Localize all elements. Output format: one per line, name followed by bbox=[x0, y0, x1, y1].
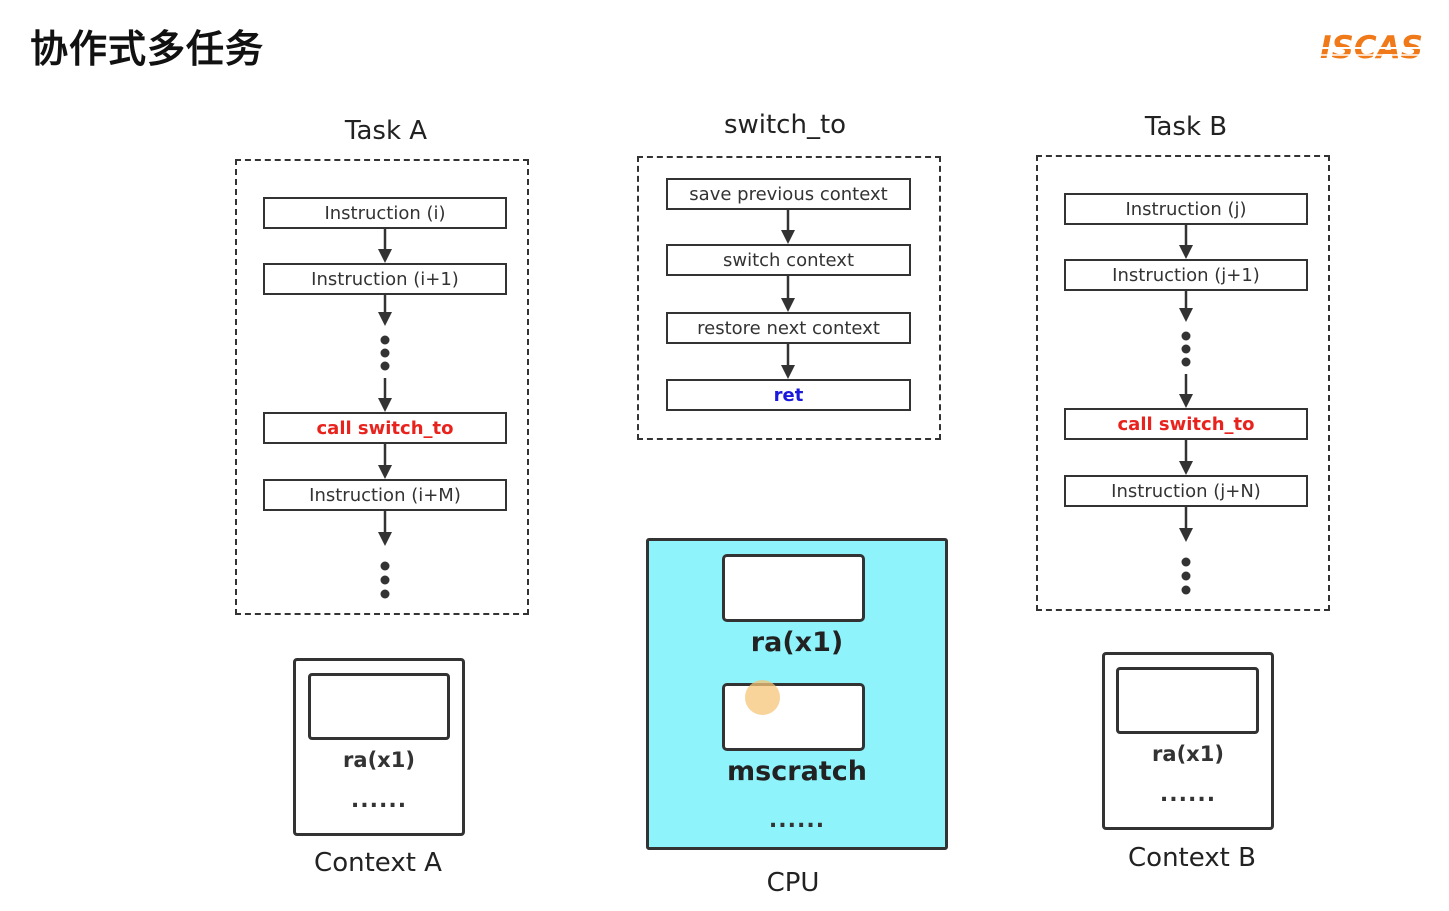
context-b-ellipsis: ...... bbox=[1159, 782, 1217, 807]
step-restore-next-context: restore next context bbox=[666, 312, 911, 344]
task-b-frame bbox=[1036, 155, 1330, 611]
cpu-label: CPU bbox=[766, 868, 820, 898]
context-b-label: Context B bbox=[1128, 843, 1256, 873]
cpu-ellipsis: ...... bbox=[768, 808, 826, 833]
iscas-logo: ISCAS bbox=[1318, 30, 1430, 64]
cpu-mscratch-register-slot bbox=[722, 683, 865, 751]
cpu-ra-register-slot bbox=[722, 554, 865, 622]
context-a-label: Context A bbox=[314, 848, 442, 878]
task-b-call-switch-to: call switch_to bbox=[1064, 408, 1308, 440]
switch-to-title: switch_to bbox=[723, 110, 847, 140]
cpu-ra-register-label: ra(x1) bbox=[750, 627, 844, 658]
task-b-title: Task B bbox=[1144, 112, 1228, 142]
context-a-register-slot bbox=[308, 673, 450, 740]
context-a-ellipsis: ...... bbox=[350, 788, 408, 813]
task-b-instruction-j-plus-n: Instruction (j+N) bbox=[1064, 475, 1308, 507]
mouse-pointer-highlight bbox=[745, 680, 780, 715]
step-save-previous-context: save previous context bbox=[666, 178, 911, 210]
task-a-instruction-i: Instruction (i) bbox=[263, 197, 507, 229]
step-switch-context: switch context bbox=[666, 244, 911, 276]
task-a-title: Task A bbox=[344, 116, 428, 146]
task-b-instruction-j-plus-1: Instruction (j+1) bbox=[1064, 259, 1308, 291]
switch-to-frame bbox=[637, 156, 941, 440]
step-ret: ret bbox=[666, 379, 911, 411]
task-a-instruction-i-plus-1: Instruction (i+1) bbox=[263, 263, 507, 295]
task-b-instruction-j: Instruction (j) bbox=[1064, 193, 1308, 225]
context-b-register-slot bbox=[1116, 667, 1259, 734]
cpu-mscratch-register-label: mscratch bbox=[727, 756, 867, 787]
slide-title: 协作式多任务 bbox=[30, 27, 265, 71]
task-a-instruction-i-plus-m: Instruction (i+M) bbox=[263, 479, 507, 511]
task-a-call-switch-to: call switch_to bbox=[263, 412, 507, 444]
context-a-register-label: ra(x1) bbox=[343, 748, 415, 772]
context-b-register-label: ra(x1) bbox=[1152, 742, 1224, 766]
task-a-frame bbox=[235, 159, 529, 615]
